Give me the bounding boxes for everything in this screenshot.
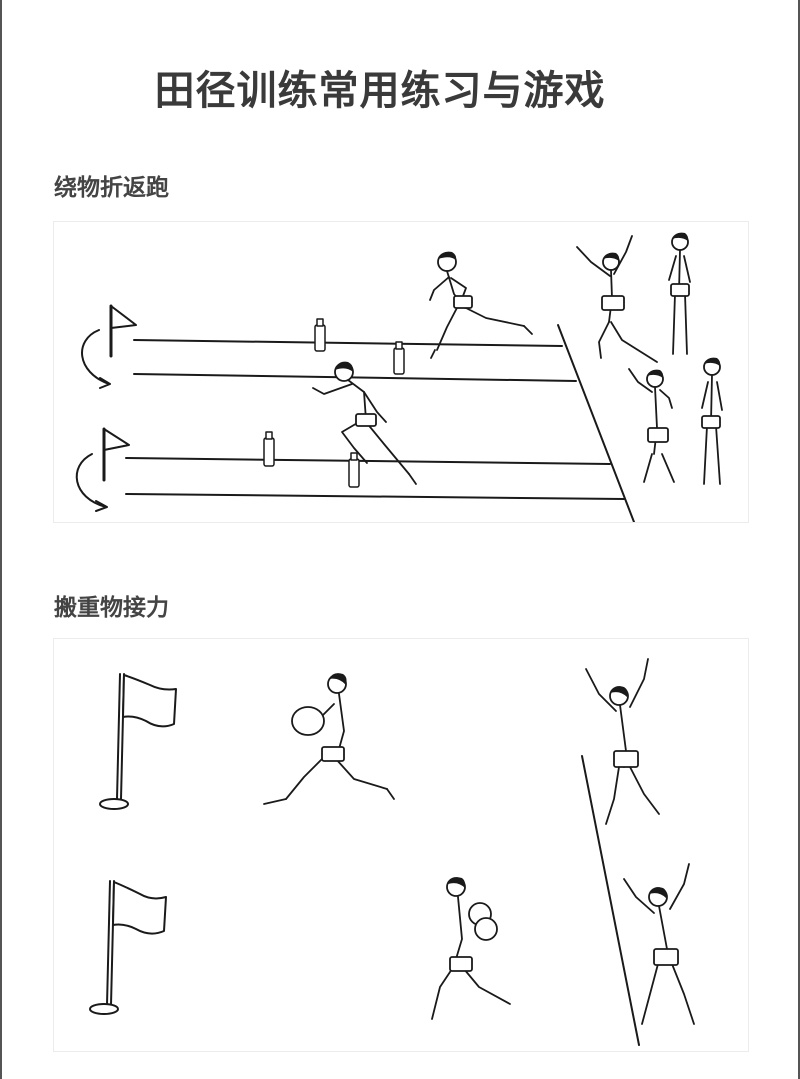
bottle-icon: [393, 341, 405, 375]
flag-icon: [99, 673, 177, 810]
standing-figure: [668, 232, 691, 355]
bottle-icon: [314, 318, 326, 352]
bottle-icon: [348, 452, 360, 488]
page-title: 田径训练常用练习与游戏: [154, 68, 606, 114]
turn-arrow-icon: [75, 453, 108, 512]
page-right-border: [798, 0, 800, 1079]
runner-figure: [429, 251, 533, 359]
standing-figure: [701, 357, 723, 485]
flag-icon: [102, 427, 130, 482]
section-title-shuttle-run: 绕物折返跑: [54, 175, 169, 201]
cheering-figure: [576, 235, 658, 363]
figure-carry-relay: [53, 638, 749, 1052]
start-line: [581, 755, 640, 1046]
jumping-figure: [623, 863, 695, 1025]
section-title-carry-relay: 搬重物接力: [54, 595, 169, 621]
turn-arrow-icon: [81, 329, 111, 389]
runner-carrying-ball-figure: [431, 877, 511, 1020]
flag-icon: [109, 304, 137, 358]
figure-shuttle-run: [53, 221, 749, 523]
lane-lines: [125, 339, 625, 500]
jumping-figure: [585, 658, 660, 825]
bottle-icon: [263, 431, 275, 467]
runner-carrying-ball-figure: [263, 673, 395, 805]
page-left-border: [0, 0, 2, 1079]
runner-figure: [312, 361, 417, 485]
flag-icon: [89, 880, 167, 1015]
start-line: [557, 324, 635, 522]
cheering-figure: [628, 368, 675, 483]
